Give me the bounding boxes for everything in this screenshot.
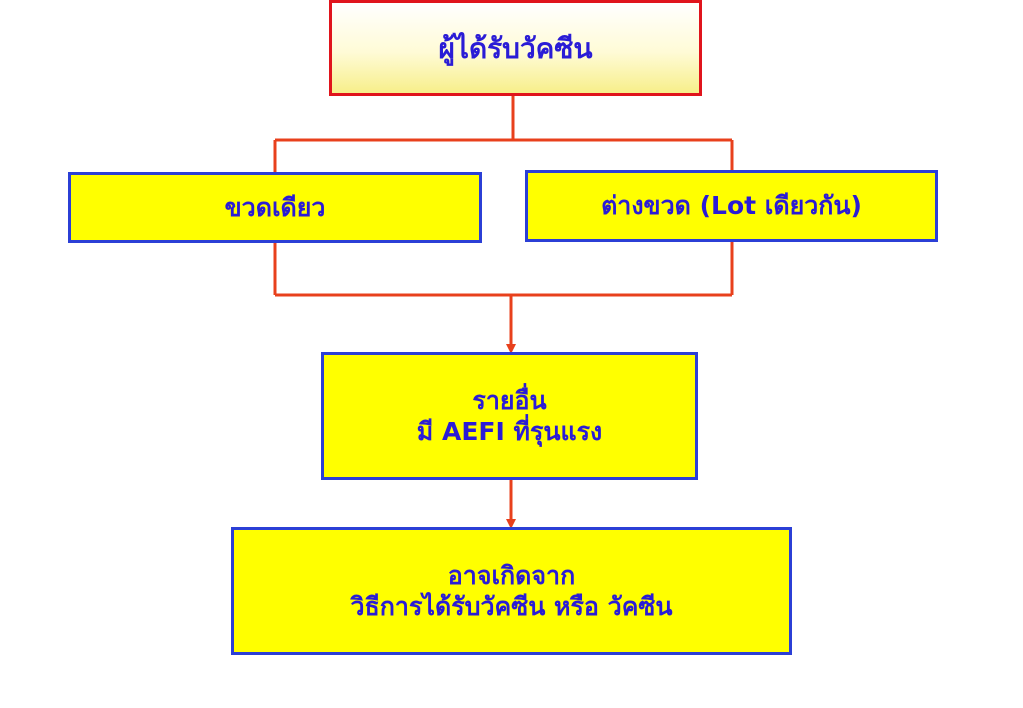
possible-cause-box: อาจเกิดจาก วิธีการได้รับวัคซีน หรือ วัคซ… [231, 527, 792, 655]
different-vial-label: ต่างขวด (Lot เดียวกัน) [601, 191, 862, 221]
possible-cause-line1: อาจเกิดจาก [447, 560, 576, 590]
vaccine-recipient-label: ผู้ได้รับวัคซีน [438, 31, 593, 65]
same-vial-box: ขวดเดียว [68, 172, 482, 243]
other-cases-box: รายอื่น มี AEFI ที่รุนแรง [321, 352, 698, 480]
different-vial-box: ต่างขวด (Lot เดียวกัน) [525, 170, 938, 242]
possible-cause-line2: วิธีการได้รับวัคซีน หรือ วัคซีน [350, 592, 673, 621]
vaccine-recipient-box: ผู้ได้รับวัคซีน [329, 0, 702, 96]
other-cases-line2: มี AEFI ที่รุนแรง [416, 417, 603, 446]
same-vial-label: ขวดเดียว [224, 192, 326, 222]
other-cases-line1: รายอื่น [472, 385, 547, 415]
